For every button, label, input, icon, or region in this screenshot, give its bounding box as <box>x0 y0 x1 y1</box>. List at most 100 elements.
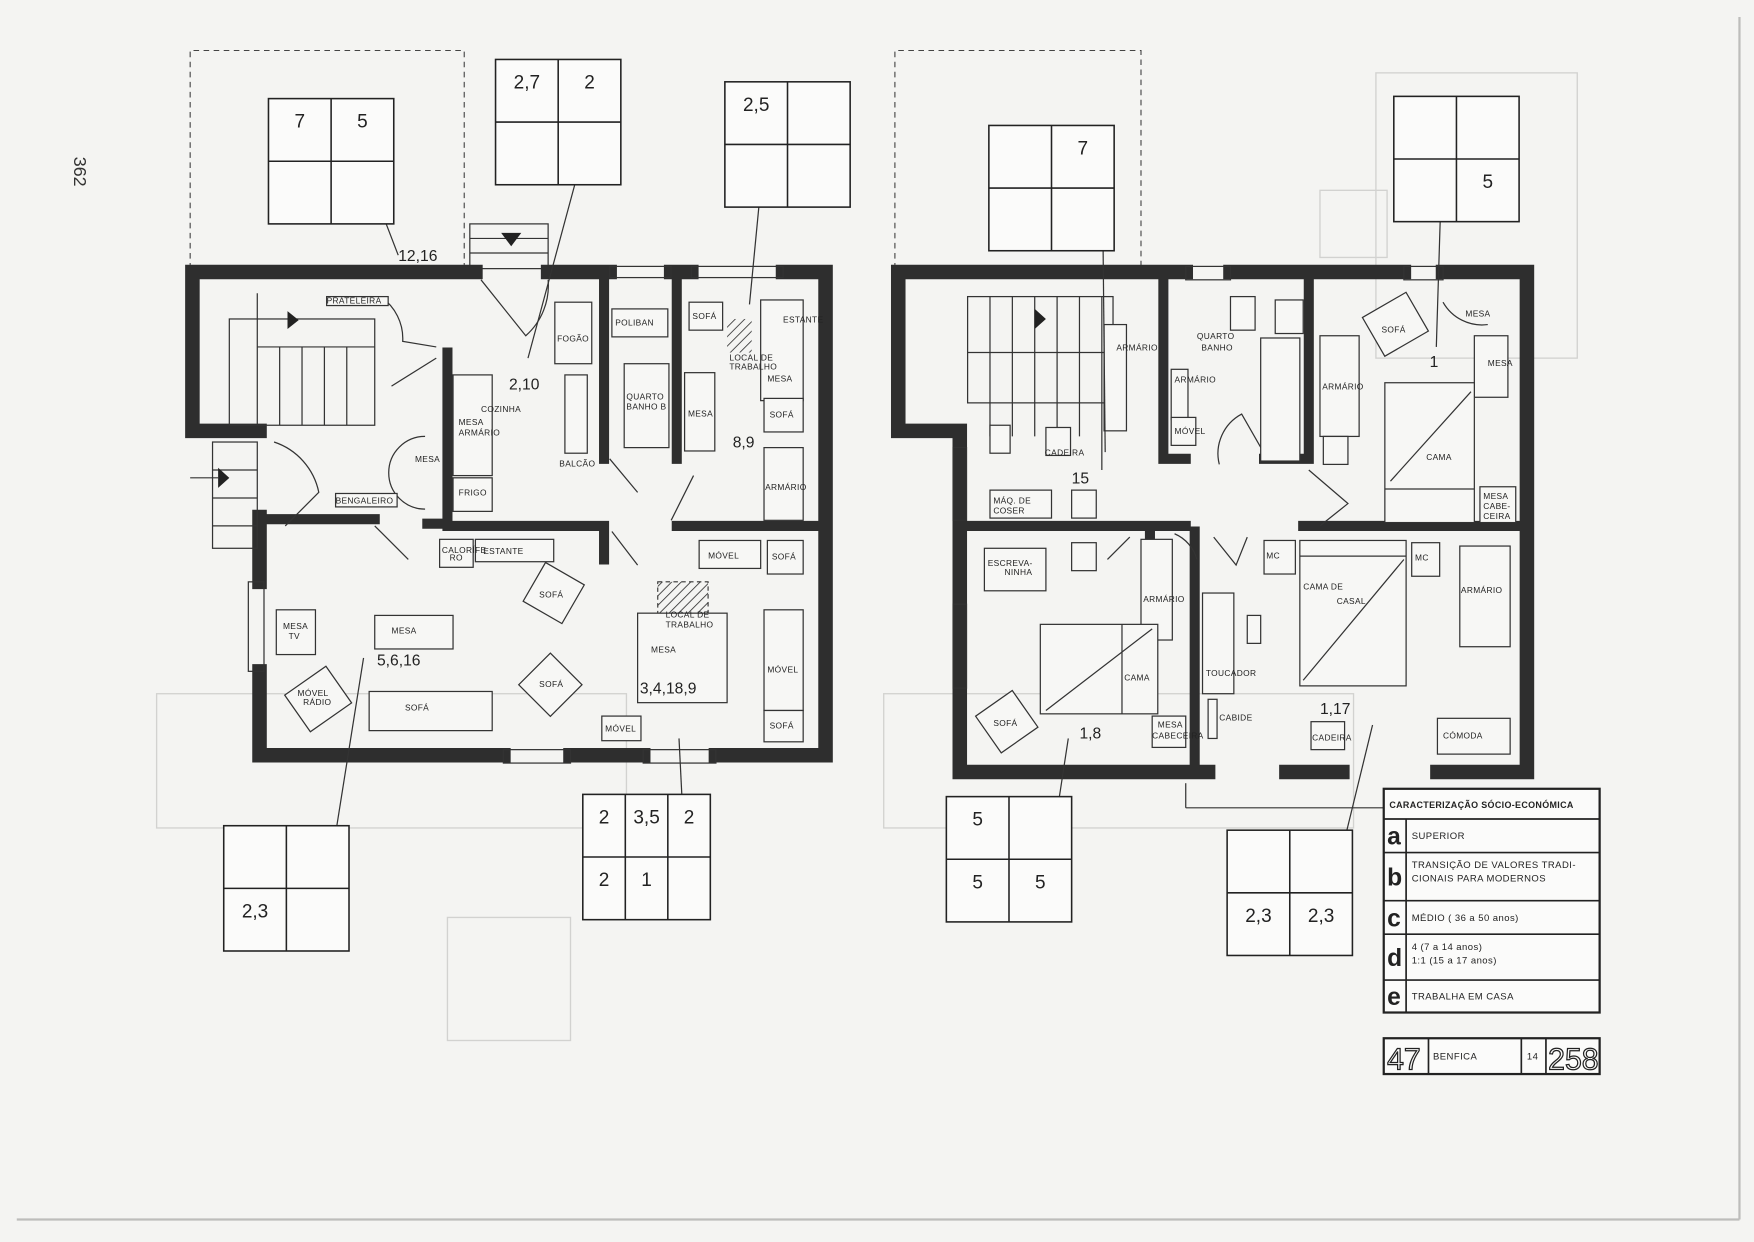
furniture-label: ARMÁRIO <box>765 482 807 492</box>
round-table <box>388 435 426 510</box>
furniture-label: MESA <box>1488 358 1513 368</box>
footer-sub: 14 <box>1527 1052 1538 1063</box>
furniture <box>974 291 1517 755</box>
sheet-footer: 47 BENFICA 14 258 <box>1382 1037 1601 1077</box>
furniture-label: TOUCADOR <box>1206 668 1256 678</box>
area-reference-number: 12,16 <box>398 248 437 265</box>
furniture-label: CADEIRA <box>1045 447 1085 457</box>
furniture-label: RO <box>450 553 463 563</box>
windows <box>952 265 1444 689</box>
entrance-arrow <box>218 467 230 488</box>
survey-grid-box: 2,3 2,3 <box>1226 829 1354 957</box>
grid-cell-value: 5 <box>1035 872 1046 893</box>
grid-cell-value: 2,3 <box>242 901 268 922</box>
furniture-label: FRIGO <box>459 488 487 498</box>
furniture-label: RÁDIO <box>303 697 331 707</box>
furniture-label: CADEIRA <box>1312 733 1352 743</box>
grid-cell-value: 5 <box>357 112 368 133</box>
staircase <box>190 293 376 549</box>
area-reference-number: 1,17 <box>1320 701 1350 718</box>
furniture-label: MESA <box>392 625 417 635</box>
furniture-label: COSER <box>993 506 1024 516</box>
furniture-label: BENGALEIRO <box>336 496 394 506</box>
ground-floor-area-numbers: 12,16 2,10 8,9 5,6,16 3,4,18,9 <box>377 248 754 698</box>
furniture-label: ARMÁRIO <box>459 427 501 437</box>
furniture-label: MESA <box>415 454 440 464</box>
area-reference-number: 15 <box>1072 470 1090 487</box>
furniture-label: CABECEIRA <box>1152 730 1204 740</box>
furniture-label: CASAL <box>1337 596 1366 606</box>
legend-row-key: c <box>1387 905 1401 932</box>
grid-cell-value: 2,3 <box>1308 906 1334 927</box>
interior-walls <box>261 266 831 565</box>
furniture-label: SOFÁ <box>770 409 794 419</box>
grid-cell-value: 1 <box>641 870 652 891</box>
grid-cell-value: 2 <box>599 870 610 891</box>
legend-row-text: 4 (7 a 14 anos) <box>1412 942 1483 953</box>
furniture-label: MÓVEL <box>298 688 329 698</box>
grid-cell-value: 2,3 <box>1245 906 1271 927</box>
furniture-label: CAMA DE <box>1303 582 1343 592</box>
furniture-label: ARMÁRIO <box>1175 375 1217 385</box>
survey-grid-box: 5 <box>1393 95 1520 223</box>
grid-cell-value: 7 <box>295 112 306 133</box>
area-reference-number: 8,9 <box>733 435 755 452</box>
legend-row-key: d <box>1387 945 1402 972</box>
furniture-label: MC <box>1266 550 1280 560</box>
furniture-label: MÓVEL <box>605 724 636 734</box>
stair-direction-arrow <box>287 311 299 330</box>
furniture-label: MÓVEL <box>1175 426 1206 436</box>
interior-walls <box>956 266 1532 778</box>
furniture <box>275 295 804 743</box>
furniture-label: COZINHA <box>481 404 521 414</box>
survey-grid-box: 7 <box>988 124 1115 252</box>
legend-row-text: TRANSIÇÃO DE VALORES TRADI- <box>1412 860 1576 871</box>
furniture-label: MESA <box>688 408 713 418</box>
furniture-label: ARMÁRIO <box>1143 594 1185 604</box>
furniture-label: MESA <box>1158 719 1183 729</box>
footer-number: 47 <box>1387 1044 1421 1077</box>
furniture-label: TRABALHO <box>666 620 714 630</box>
furniture-label: MESA <box>1483 491 1508 501</box>
furniture-label: PRATELEIRA <box>327 295 382 305</box>
furniture-label: MESA <box>283 621 308 631</box>
door-swings <box>1107 301 1488 567</box>
upper-floor-furniture-labels: ARMÁRIOQUARTOBANHOARMÁRIOMÓVELCADEIRASOF… <box>988 309 1513 743</box>
area-reference-number: 2,10 <box>509 376 540 393</box>
grid-cell-value: 5 <box>972 872 983 893</box>
furniture-label: SOFÁ <box>770 720 794 730</box>
furniture-label: BALCÃO <box>559 459 595 469</box>
furniture-label: MÁQ. DE <box>993 496 1031 506</box>
footer-sheet: 258 <box>1548 1044 1598 1077</box>
furniture-label: CEIRA <box>1483 511 1510 521</box>
survey-grid-box: 2,3 <box>222 824 350 952</box>
furniture-label: SOFÁ <box>993 718 1017 728</box>
furniture-label: CABE- <box>1483 501 1510 511</box>
furniture-label: SOFÁ <box>539 590 563 600</box>
furniture-label: BANHO <box>1201 342 1233 352</box>
furniture-label: LOCAL DE <box>666 610 710 620</box>
furniture-label: TV <box>289 631 300 641</box>
leader-lines <box>334 158 1442 868</box>
furniture-label: ARMÁRIO <box>1322 381 1364 391</box>
furniture-label: ESCREVA- <box>988 558 1033 568</box>
legend-row-text: 1:1 (15 a 17 anos) <box>1412 955 1497 966</box>
furniture-label: CÓMODA <box>1443 730 1483 740</box>
area-reference-number: 5,6,16 <box>377 653 421 670</box>
outer-wall <box>185 264 483 439</box>
legend-row-text: SUPERIOR <box>1412 831 1465 842</box>
furniture-label: ARMÁRIO <box>1461 585 1503 595</box>
area-reference-number: 3,4,18,9 <box>640 681 697 698</box>
furniture-label: ESTANTE <box>783 314 823 324</box>
grid-cell-value: 2,7 <box>514 73 540 94</box>
legend-row-key: e <box>1387 984 1401 1011</box>
furniture-label: ARMÁRIO <box>1116 342 1158 352</box>
furniture-label: MESA <box>767 374 792 384</box>
